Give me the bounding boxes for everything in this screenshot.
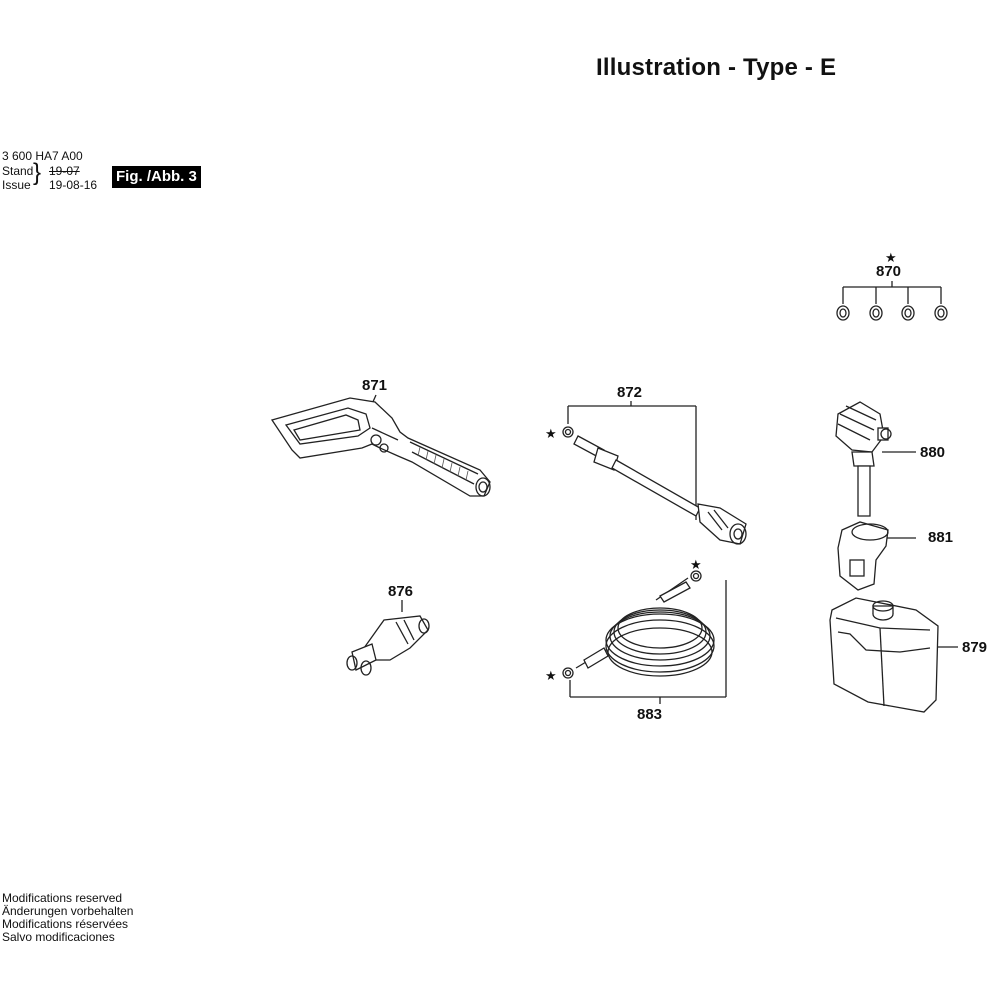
detergent-tank-879 bbox=[829, 597, 958, 713]
part-label-876: 876 bbox=[388, 583, 414, 600]
star-icon: ★ bbox=[885, 251, 897, 266]
o-ring-set-870 bbox=[836, 281, 948, 321]
trigger-gun-871 bbox=[270, 394, 491, 497]
o-ring-icon bbox=[901, 305, 915, 321]
part-number: 3 600 HA7 A00 bbox=[2, 149, 83, 163]
adapter-881 bbox=[837, 521, 916, 591]
stand-label: Stand bbox=[2, 164, 34, 178]
hose-883 bbox=[562, 570, 727, 704]
footer-line: Modifications reserved bbox=[2, 891, 123, 905]
part-label-881: 881 bbox=[928, 529, 954, 546]
part-label-880: 880 bbox=[920, 444, 946, 461]
part-label-870: 870 bbox=[876, 263, 902, 280]
o-ring-icon bbox=[934, 305, 948, 321]
issue-date: 19-08-16 bbox=[49, 178, 98, 192]
o-ring-icon bbox=[836, 305, 850, 321]
footer-line: Änderungen vorbehalten bbox=[2, 904, 134, 918]
footer-line: Modifications réservées bbox=[2, 917, 129, 931]
star-icon: ★ bbox=[545, 669, 557, 684]
figure-label: Fig. /Abb. 3 bbox=[112, 166, 201, 188]
issue-label: Issue bbox=[2, 178, 31, 192]
modifications-notice: Modifications reserved Änderungen vorbeh… bbox=[2, 892, 133, 944]
nozzle-876 bbox=[346, 600, 430, 676]
part-label-883: 883 bbox=[637, 706, 663, 723]
footer-line: Salvo modificaciones bbox=[2, 930, 115, 944]
spray-lance-872 bbox=[562, 401, 747, 545]
old-date: 19-07 bbox=[49, 164, 80, 178]
star-icon: ★ bbox=[690, 558, 702, 573]
star-icon: ★ bbox=[545, 427, 557, 442]
part-label-872: 872 bbox=[617, 384, 643, 401]
part-label-879: 879 bbox=[962, 639, 988, 656]
page-title: Illustration - Type - E bbox=[596, 54, 837, 81]
part-label-871: 871 bbox=[362, 377, 388, 394]
brace-icon: } bbox=[33, 159, 42, 186]
foam-nozzle-880 bbox=[835, 401, 916, 517]
o-ring-icon bbox=[869, 305, 883, 321]
